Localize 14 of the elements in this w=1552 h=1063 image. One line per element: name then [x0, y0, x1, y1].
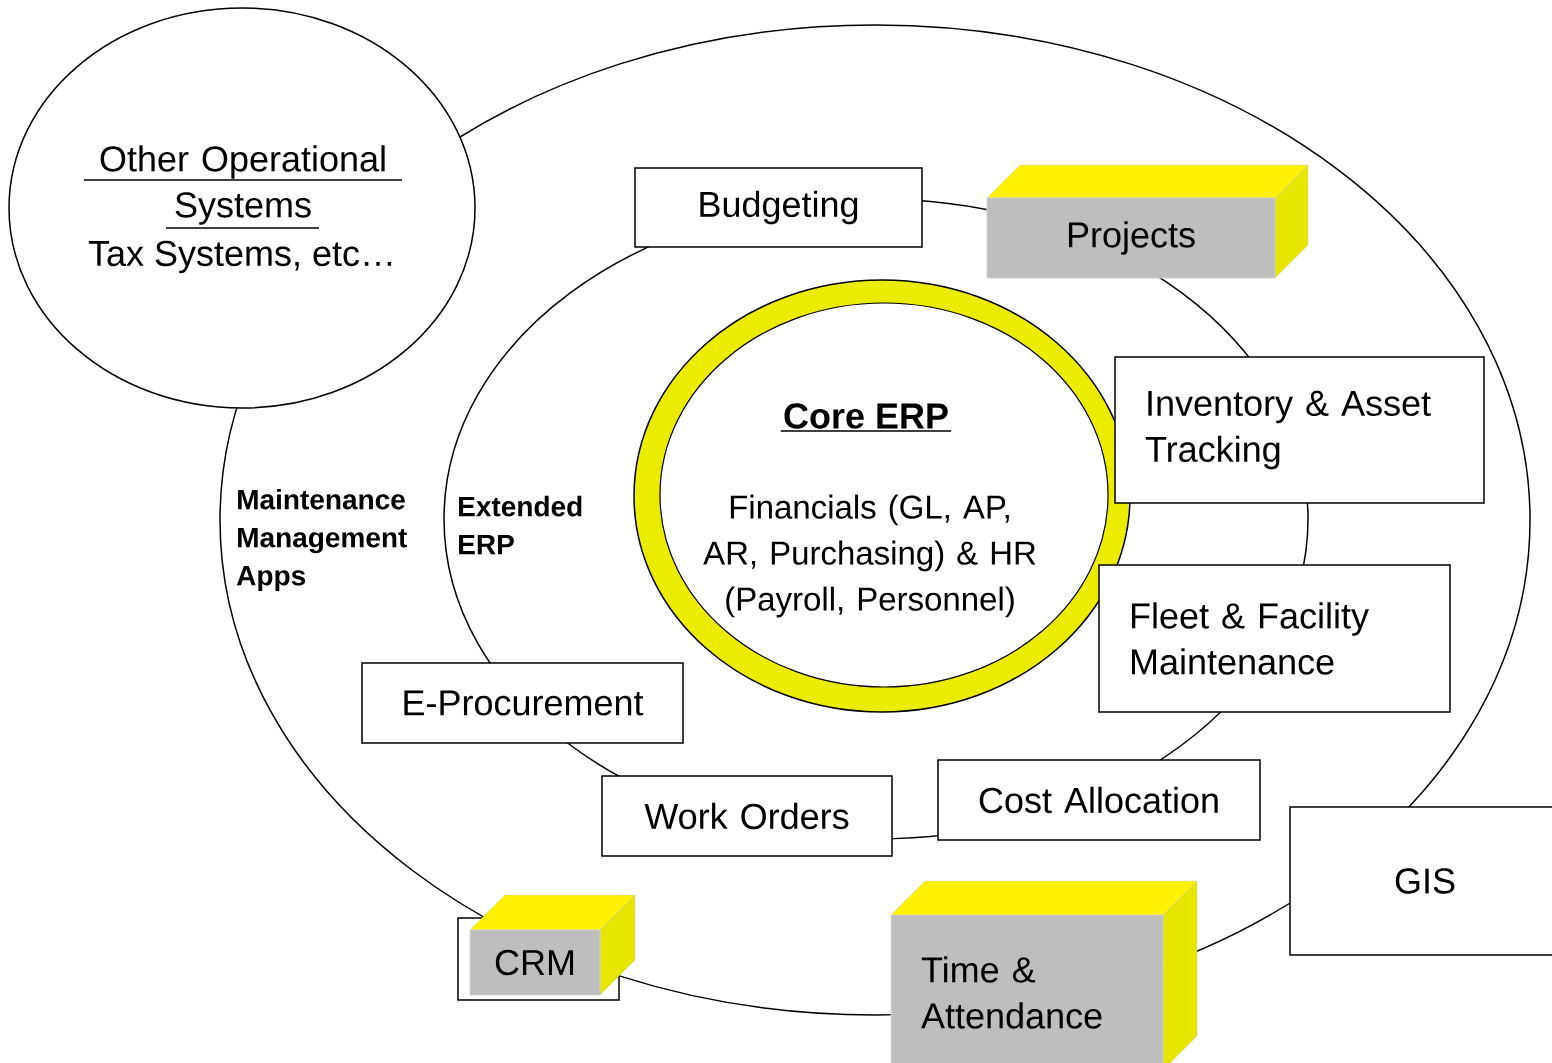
box: Budgeting [634, 167, 923, 248]
cube-box: CRM [457, 894, 636, 1001]
ring-label: Extended ERP [459, 495, 582, 555]
box: GIS [1289, 806, 1552, 956]
box: Fleet & Facility Maintenance [1098, 564, 1451, 713]
ring-label: Maintenance Management Apps [236, 488, 407, 592]
box: E-Procurement [361, 662, 684, 744]
ring-title: Core ERP [780, 403, 952, 432]
ring-body: Financials (GL, AP, AR, Purchasing) & HR (Payroll, Personnel) [703, 494, 1036, 618]
box: Work Orders [601, 775, 893, 857]
box: Inventory & Asset Tracking [1114, 356, 1485, 504]
cube-box: Projects [986, 164, 1309, 279]
box: Cost Allocation [937, 759, 1261, 841]
cube-box: Time & Attendance [890, 880, 1198, 1063]
